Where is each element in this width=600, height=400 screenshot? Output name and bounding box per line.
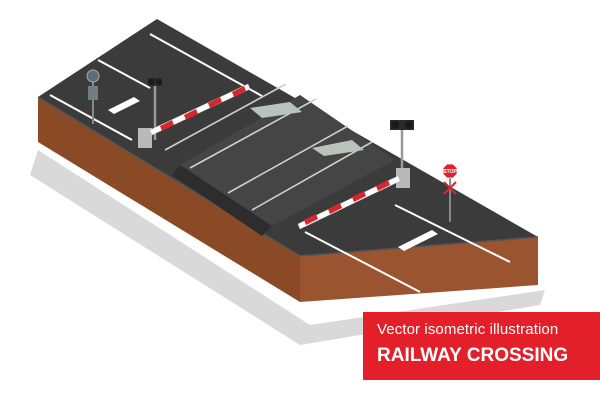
road-sign-icon	[86, 69, 100, 83]
stop-sign-icon	[442, 163, 458, 179]
barrier-base	[138, 128, 152, 148]
barrier-arm	[297, 175, 401, 230]
soil-side-left	[38, 97, 300, 302]
barrier-base	[396, 168, 410, 188]
barrier-stripe	[184, 109, 198, 120]
lane-line	[97, 59, 151, 89]
signal-lamp	[405, 121, 413, 129]
traffic-signal-right	[390, 120, 414, 172]
lane-line	[149, 33, 263, 97]
lane-line	[49, 94, 133, 141]
sign-plate	[88, 86, 98, 100]
stop-line-left	[108, 97, 140, 114]
stop-sign-text: STOP	[443, 169, 457, 175]
barrier-stripes	[304, 180, 390, 225]
rail-line	[164, 83, 287, 151]
barrier-stripe	[328, 203, 342, 214]
track-bed-shadow-left	[172, 165, 272, 236]
barrier-stripe	[304, 214, 318, 225]
ballast-patch	[312, 140, 364, 156]
barrier-stripe	[376, 180, 390, 191]
railroad-crossbuck-icon	[443, 181, 457, 195]
road-sign-left	[86, 69, 100, 124]
signal-lamp	[156, 79, 162, 85]
road-markings	[49, 33, 511, 293]
lane-line	[394, 204, 511, 263]
soil-side-right	[300, 237, 538, 302]
barrier-left	[138, 83, 251, 148]
rail-line	[251, 141, 373, 211]
lane-line	[304, 231, 421, 293]
barrier-stripe	[352, 191, 366, 202]
crossbuck-bar	[443, 181, 457, 195]
barrier-stripe	[208, 97, 222, 108]
stop-sign-post: STOP	[442, 163, 458, 222]
banner-subtitle: Vector isometric illustration	[377, 321, 559, 338]
signal-lamp	[148, 79, 154, 85]
barrier-stripe	[160, 120, 174, 131]
road-edge	[37, 96, 539, 257]
barrier-right	[297, 168, 410, 230]
rail-line	[227, 125, 349, 194]
banner-title: RAILWAY CROSSING	[377, 345, 569, 366]
traffic-signal-icon	[148, 78, 162, 86]
barrier-stripe	[232, 86, 246, 97]
signal-lamp	[391, 121, 399, 129]
barrier-stripes	[160, 86, 246, 131]
title-banner: Vector isometric illustration RAILWAY CR…	[363, 312, 600, 380]
stop-line-right	[398, 230, 438, 251]
ballast-patch	[250, 102, 302, 118]
traffic-signal-icon	[390, 120, 414, 130]
